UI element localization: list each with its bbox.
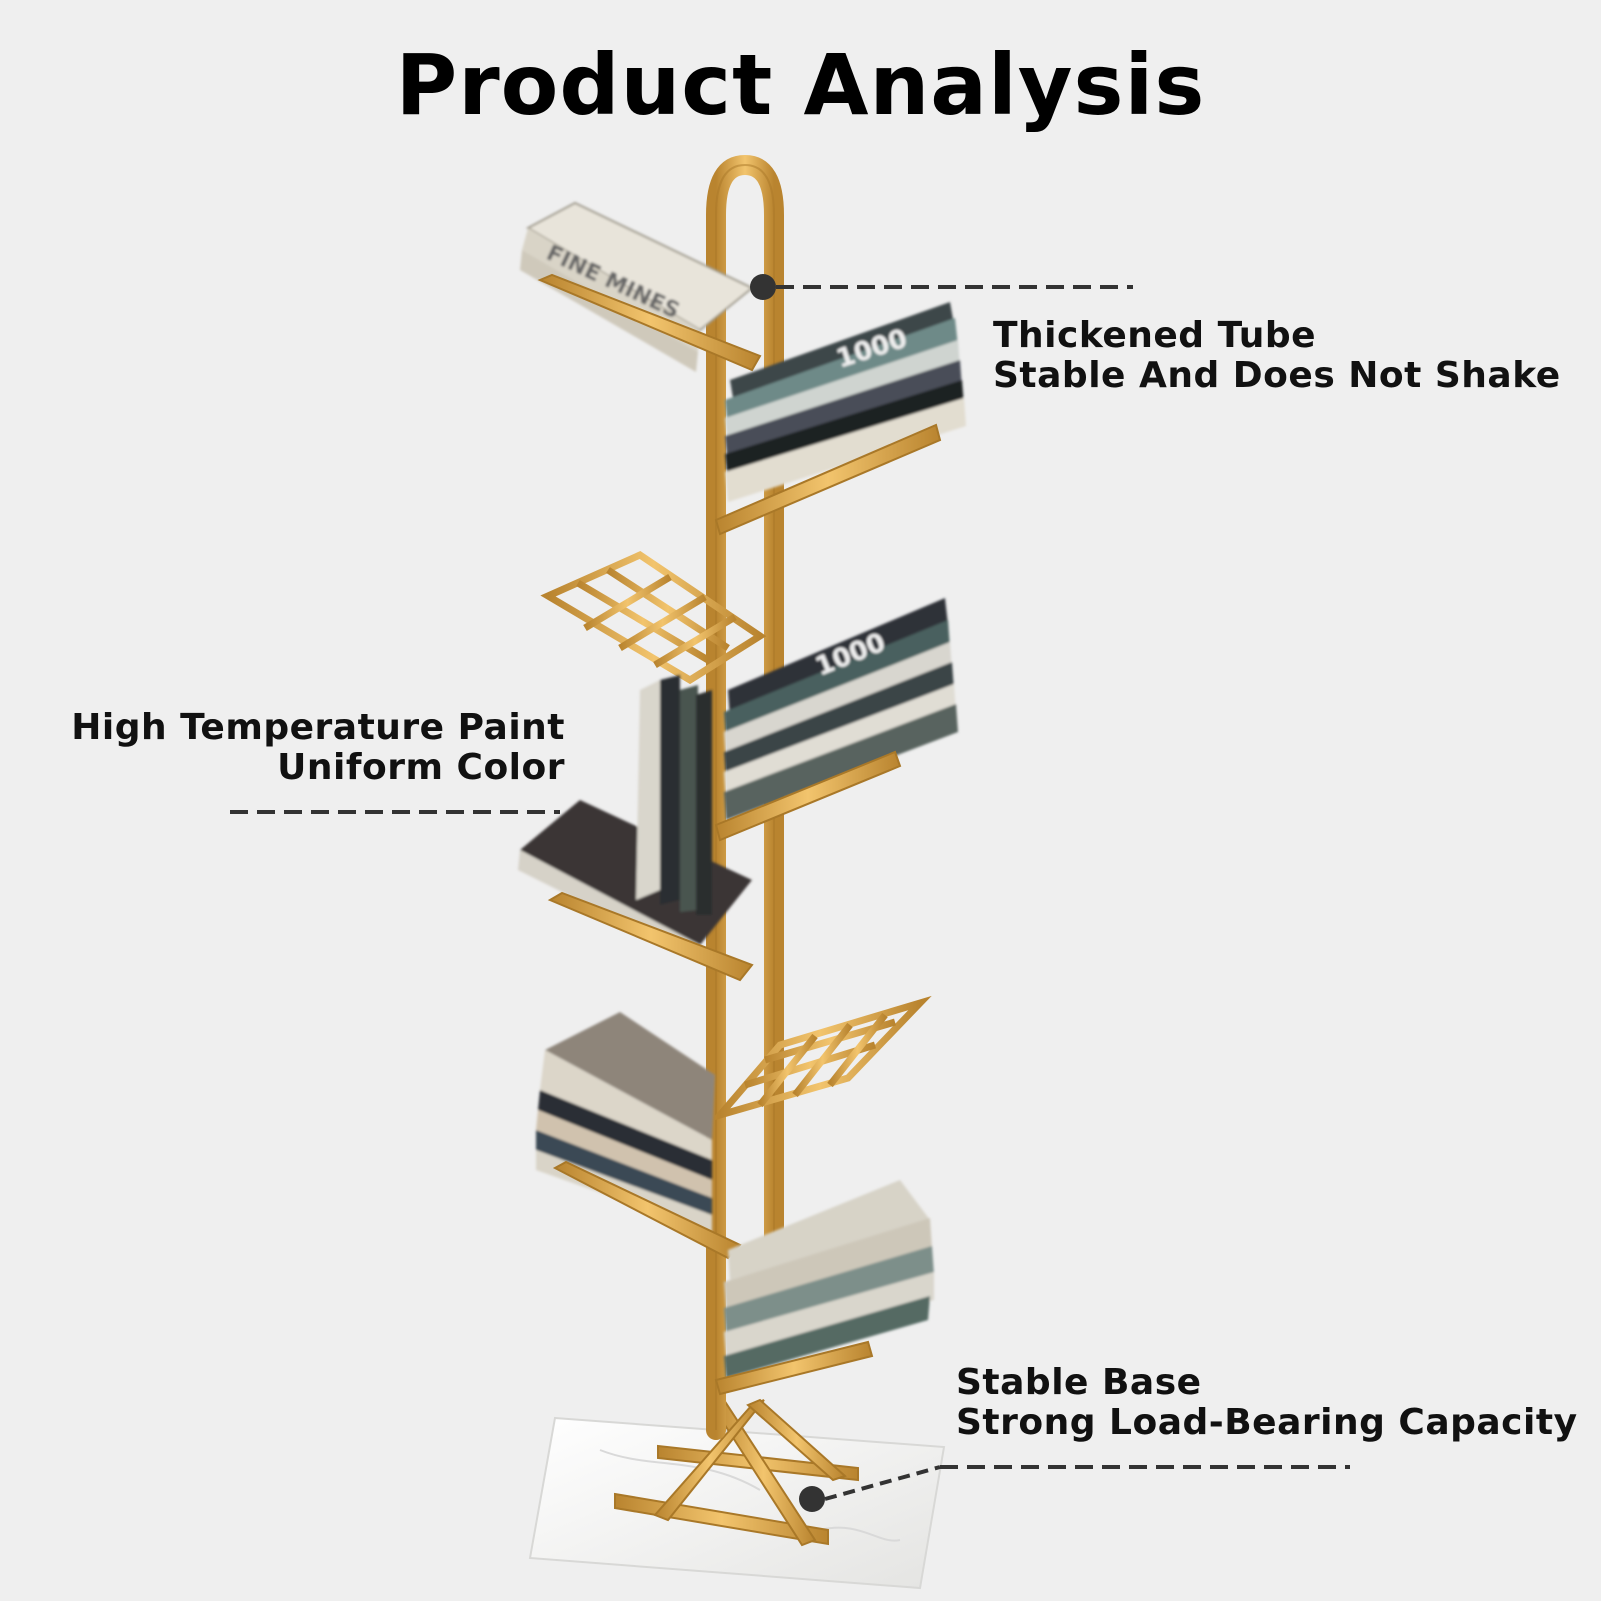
- shelf-8: [714, 1180, 934, 1396]
- shelf-4: 1000: [714, 598, 958, 842]
- shelf-7: [536, 1012, 742, 1260]
- callout-stable-base: Stable Base Strong Load-Bearing Capacity: [956, 1363, 1578, 1443]
- marker-base: [799, 1486, 825, 1512]
- shelf-6: [709, 995, 932, 1122]
- marble-base: [528, 1416, 946, 1590]
- marker-tube: [750, 274, 776, 300]
- callout-thickened-tube: Thickened Tube Stable And Does Not Shake: [993, 316, 1561, 396]
- callout-heading: High Temperature Paint: [71, 707, 565, 748]
- callout-detail: Strong Load-Bearing Capacity: [956, 1402, 1578, 1443]
- callout-detail: Uniform Color: [277, 747, 565, 788]
- callout-paint: High Temperature Paint Uniform Color: [71, 708, 565, 788]
- callout-markers: [230, 274, 1350, 1512]
- callout-heading: Stable Base: [956, 1362, 1202, 1403]
- page-title: Product Analysis: [395, 36, 1206, 134]
- base-feet: [614, 1398, 859, 1547]
- shelf-5: [518, 675, 754, 982]
- shelf-2: 1000: [714, 302, 966, 536]
- shelf-3: [540, 551, 767, 685]
- callout-detail: Stable And Does Not Shake: [993, 355, 1561, 396]
- callout-heading: Thickened Tube: [993, 315, 1317, 356]
